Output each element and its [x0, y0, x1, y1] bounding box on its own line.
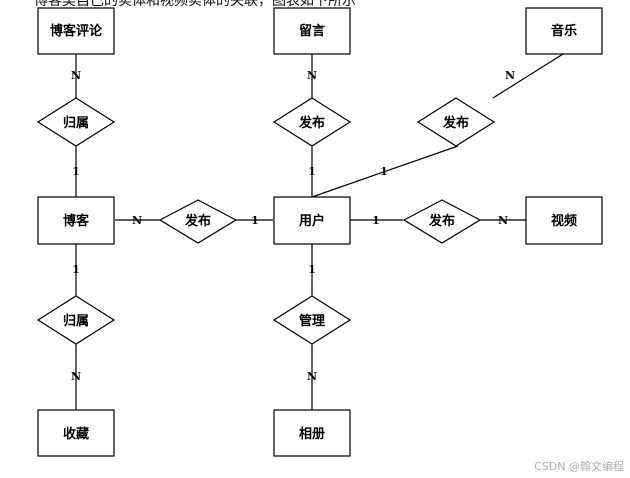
- relationship-publish-video: 发布: [402, 199, 482, 244]
- entity-music: 音乐: [525, 7, 603, 55]
- relationship-publish-message-label: 发布: [298, 115, 325, 131]
- relationship-publish-blog: 发布: [158, 199, 238, 244]
- entity-album-label: 相册: [299, 426, 325, 442]
- entity-favorite-label: 收藏: [63, 426, 89, 442]
- relationship-belongs-bottom-label: 归属: [63, 313, 89, 329]
- entity-blog-comment-label: 博客评论: [50, 23, 103, 39]
- relationship-publish-music: 发布: [416, 97, 496, 147]
- cardinality-message-n: N: [307, 69, 317, 82]
- edges: [75, 53, 564, 410]
- entity-user-label: 用户: [298, 213, 325, 229]
- cardinality-comment-blog-1: 1: [72, 165, 80, 178]
- relationship-manage: 管理: [272, 295, 352, 345]
- entity-blog-label: 博客: [63, 213, 90, 229]
- cardinality-user-album-1: 1: [308, 263, 316, 276]
- entity-favorite: 收藏: [37, 409, 115, 457]
- entity-blog-comment: 博客评论: [37, 7, 115, 55]
- cardinality-comment-n: N: [71, 69, 81, 82]
- edge-music-publish: [492, 53, 564, 99]
- entity-music-label: 音乐: [551, 23, 577, 39]
- relationship-belongs-top: 归属: [36, 97, 116, 147]
- watermark: CSDN @翰文编程: [534, 460, 624, 473]
- cardinality-blog-n: N: [132, 214, 142, 227]
- relationship-manage-label: 管理: [299, 313, 325, 329]
- cardinality-album-n: N: [307, 370, 317, 383]
- edge-publish-user-diag: [311, 145, 459, 198]
- cardinality-user-blog-1: 1: [251, 214, 259, 227]
- cardinality-fav-n: N: [71, 370, 81, 383]
- entity-album: 相册: [273, 409, 351, 457]
- entity-video: 视频: [525, 196, 603, 245]
- relationship-publish-video-label: 发布: [428, 213, 455, 229]
- relationship-belongs-bottom: 归属: [36, 295, 116, 345]
- top-caption: 博客类自己的实体和视频实体的关联，图表如下所示: [34, 0, 356, 9]
- cardinality-message-user-1: 1: [308, 165, 316, 178]
- cardinality-blog-fav-1: 1: [72, 263, 80, 276]
- relationship-belongs-top-label: 归属: [63, 115, 89, 131]
- entity-user: 用户: [273, 196, 351, 245]
- relationship-publish-music-label: 发布: [442, 115, 469, 131]
- entity-video-label: 视频: [551, 213, 577, 229]
- cardinality-music-user-1: 1: [380, 165, 388, 178]
- relationship-publish-blog-label: 发布: [184, 213, 211, 229]
- relationship-publish-message: 发布: [272, 97, 352, 147]
- entity-message: 留言: [273, 7, 351, 55]
- cardinality-user-video-1: 1: [372, 214, 380, 227]
- cardinality-labels: N 1 N 1 N 1 N 1 1 N 1 N 1 N: [71, 69, 515, 383]
- cardinality-video-n: N: [498, 214, 508, 227]
- entity-blog: 博客: [37, 196, 115, 245]
- cardinality-music-n: N: [505, 69, 515, 82]
- entity-message-label: 留言: [299, 23, 325, 39]
